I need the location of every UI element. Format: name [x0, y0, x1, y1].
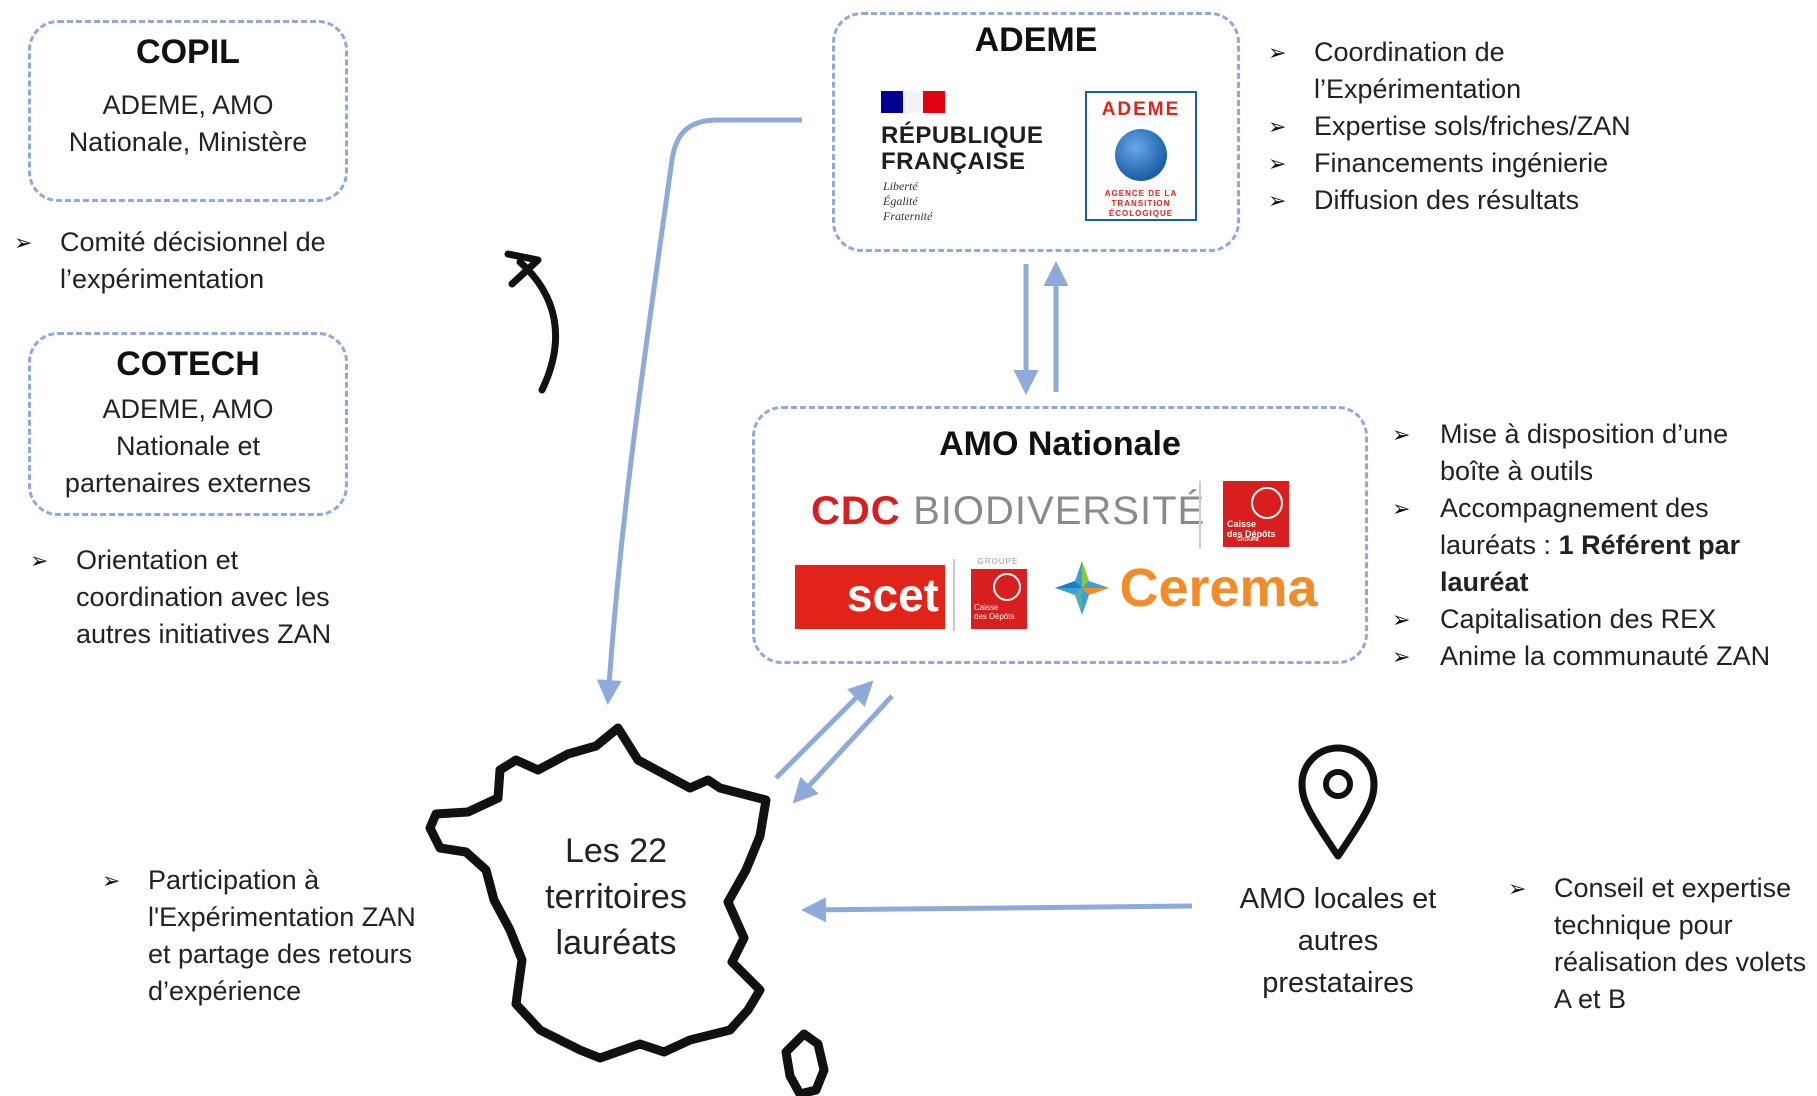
cerema-symbol-icon — [1055, 561, 1109, 615]
groupe-cdc-logo: GROUPE Caisse des Dépôts — [967, 557, 1029, 633]
rf-name: RÉPUBLIQUE FRANÇAISE — [881, 122, 1044, 175]
cotech-text: ADEME, AMO Nationale et partenaires exte… — [31, 391, 345, 502]
bullet-arrow-icon: ➢ — [1268, 151, 1287, 176]
bullet-arrow-icon: ➢ — [1268, 114, 1287, 139]
ademe-logo-title: ADEME — [1101, 99, 1181, 120]
rf-motto: Liberté Égalité Fraternité — [883, 179, 933, 223]
list-item: ➢Capitalisation des REX — [1392, 601, 1772, 638]
cotech-line: partenaires externes — [64, 468, 312, 498]
ademe-title: ADEME — [974, 21, 1098, 59]
cotech-bullets: ➢Orientation et coordination avec les au… — [30, 542, 350, 653]
territoires-label: Les 22 territoires lauréats — [516, 828, 716, 966]
list-item: ➢Expertise sols/friches/ZAN — [1268, 108, 1668, 145]
bullet-arrow-icon: ➢ — [1392, 422, 1411, 447]
bullet-arrow-icon: ➢ — [1392, 644, 1411, 669]
copil-title: COPIL — [136, 33, 240, 71]
amo-nationale-title: AMO Nationale — [939, 425, 1181, 463]
ademe-bullets: ➢Coordination de l’Expérimentation ➢Expe… — [1268, 34, 1668, 219]
list-item: ➢Diffusion des résultats — [1268, 182, 1668, 219]
cotech-title: COTECH — [116, 345, 260, 383]
bullet-arrow-icon: ➢ — [1268, 40, 1287, 65]
bullet-arrow-icon: ➢ — [1392, 607, 1411, 632]
copil-line: ADEME, AMO — [102, 90, 274, 120]
list-item: ➢Accompagnement des lauréats : 1 Référen… — [1392, 490, 1772, 601]
list-item: ➢Conseil et expertise technique pour réa… — [1508, 870, 1808, 1018]
location-pin-icon — [1298, 744, 1378, 860]
bullet-arrow-icon: ➢ — [1392, 496, 1411, 521]
cerema-logo: Cerema — [1051, 557, 1318, 619]
copil-line: Nationale, Ministère — [68, 127, 308, 157]
amo-locales-line: AMO locales et — [1239, 883, 1437, 915]
amo-locales-line: autres — [1297, 925, 1379, 957]
tricolor-flag-icon — [881, 91, 945, 113]
arrow-ademe-to-territoires — [596, 117, 802, 705]
ademe-logo: ADEME AGENCE DE LA TRANSITION ÉCOLOGIQUE — [1085, 91, 1197, 221]
arrow-amo-to-territoires — [792, 694, 894, 804]
amo-locales-label: AMO locales et autres prestataires — [1218, 878, 1458, 1004]
logo-divider — [1199, 481, 1201, 549]
territoires-line: Les 22 — [564, 832, 668, 870]
logo-divider — [953, 559, 955, 631]
bullet-arrow-icon: ➢ — [1508, 876, 1527, 901]
list-item: ➢Comité décisionnel de l’expérimentation — [14, 224, 354, 298]
territoires-bullets: ➢Participation à l'Expérimentation ZAN e… — [102, 862, 432, 1010]
arrow-amo-locales-to-territoires — [801, 897, 1193, 923]
cdc-biodiversite-logo: CDC BIODIVERSITÉ — [811, 489, 1206, 533]
amo-nationale-bullets: ➢Mise à disposition d’une boîte à outils… — [1392, 416, 1772, 675]
territoires-line: lauréats — [555, 924, 677, 962]
arrow-territoires-to-amo — [774, 680, 874, 780]
copil-bullets: ➢Comité décisionnel de l’expérimentation — [14, 224, 354, 298]
curved-arrow-icon — [516, 258, 560, 394]
list-item: ➢Orientation et coordination avec les au… — [30, 542, 350, 653]
amo-locales-line: prestataires — [1262, 967, 1414, 999]
france-map-icon — [425, 723, 771, 1063]
territoires-line: territoires — [545, 878, 687, 916]
bullet-arrow-icon: ➢ — [30, 548, 49, 573]
bullet-arrow-icon: ➢ — [1268, 188, 1287, 213]
scet-logo: scet — [795, 565, 945, 629]
ademe-box: ADEME RÉPUBLIQUE FRANÇAISE Liberté Égali… — [832, 12, 1240, 252]
corsica-icon — [781, 1029, 829, 1096]
list-item: ➢Anime la communauté ZAN — [1392, 638, 1772, 675]
cotech-line: Nationale et — [115, 431, 261, 461]
amo-nationale-box: AMO Nationale CDC BIODIVERSITÉ Caisse de… — [752, 406, 1368, 664]
cotech-line: ADEME, AMO — [102, 394, 274, 424]
list-item: ➢Participation à l'Expérimentation ZAN e… — [102, 862, 432, 1010]
copil-box: COPIL ADEME, AMO Nationale, Ministère — [28, 20, 348, 202]
ademe-logo-sub: AGENCE DE LA TRANSITION ÉCOLOGIQUE — [1104, 189, 1178, 218]
bullet-arrow-icon: ➢ — [14, 230, 33, 255]
republique-francaise-logo: RÉPUBLIQUE FRANÇAISE Liberté Égalité Fra… — [881, 91, 1051, 231]
caisse-des-depots-logo: Caisse des Dépôts GROUPE — [1223, 481, 1289, 547]
list-item: ➢Coordination de l’Expérimentation — [1268, 34, 1668, 108]
list-item: ➢Mise à disposition d’une boîte à outils — [1392, 416, 1772, 490]
globe-icon — [1115, 129, 1167, 181]
bullet-arrow-icon: ➢ — [102, 868, 121, 893]
cotech-box: COTECH ADEME, AMO Nationale et partenair… — [28, 332, 348, 516]
copil-text: ADEME, AMO Nationale, Ministère — [31, 87, 345, 161]
list-item: ➢Financements ingénierie — [1268, 145, 1668, 182]
amo-locales-bullets: ➢Conseil et expertise technique pour réa… — [1508, 870, 1808, 1018]
